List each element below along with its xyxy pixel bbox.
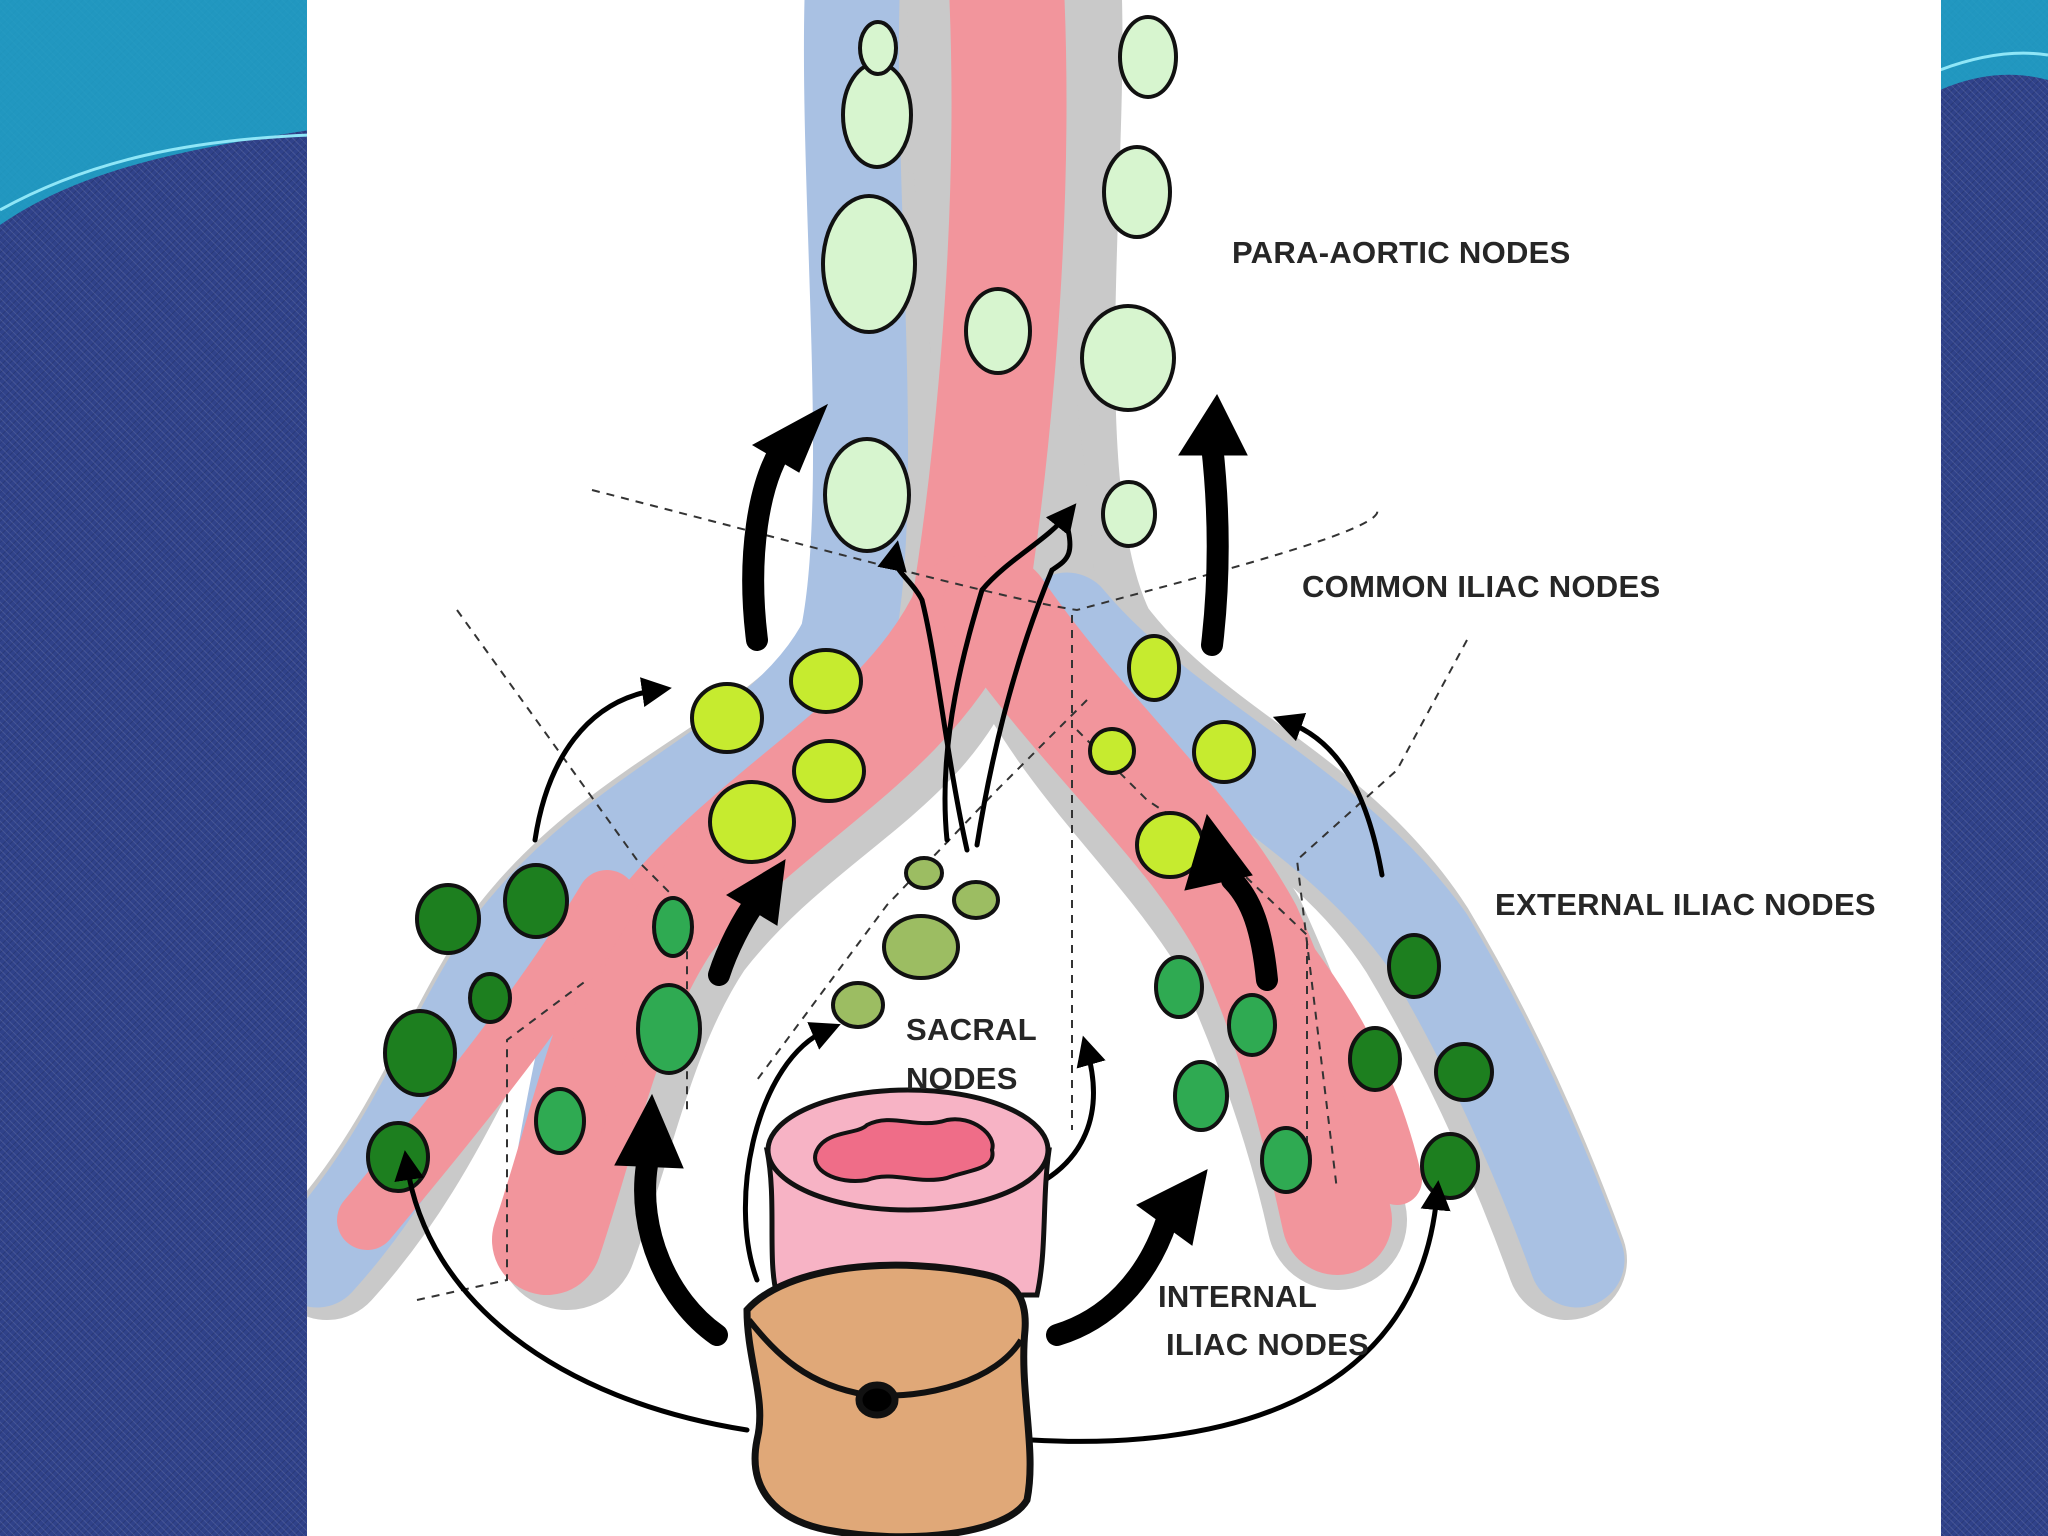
common-iliac-node — [1192, 720, 1256, 784]
thick-arrow — [1221, 869, 1278, 991]
thick-drainage-arrows — [614, 393, 1278, 1346]
external-iliac-node — [1420, 1132, 1480, 1200]
para-aortic-nodes-label: PARA-AORTIC NODES — [1232, 235, 1571, 270]
common-iliac-node — [690, 682, 764, 754]
internal-iliac-node — [652, 896, 694, 958]
internal-iliac-node — [1154, 955, 1204, 1019]
internal-iliac-node — [1173, 1060, 1229, 1132]
sacral-node — [904, 856, 944, 890]
sacral-node — [882, 914, 960, 980]
thick-arrow — [1201, 434, 1229, 656]
external-iliac-node — [415, 883, 481, 955]
para-aortic-node — [1118, 15, 1178, 99]
external-iliac-nodes — [366, 863, 1494, 1200]
common-iliac-node — [1127, 634, 1181, 702]
para-aortic-node — [1080, 304, 1176, 412]
thick-arrowhead — [726, 859, 786, 926]
common-iliac-node — [792, 739, 866, 803]
para-aortic-node — [823, 437, 911, 553]
external-iliac-node — [1387, 933, 1441, 999]
internal-iliac-nodes — [534, 896, 1312, 1194]
sacral-nodes-label-line1: SACRAL — [906, 1012, 1037, 1047]
external-iliac-nodes-label: EXTERNAL ILIAC NODES — [1495, 887, 1876, 922]
common-iliac-nodes — [690, 634, 1256, 879]
slide-decoration-swoosh — [0, 0, 2048, 225]
external-iliac-node — [383, 1009, 457, 1097]
thick-arrowhead — [1184, 813, 1253, 891]
external-iliac-node — [468, 972, 512, 1024]
external-iliac-node — [503, 863, 569, 939]
lymphatic-drainage-diagram — [307, 0, 1627, 1536]
internal-iliac-node — [1227, 993, 1277, 1057]
common-iliac-node — [789, 648, 863, 714]
internal-iliac-node — [1260, 1126, 1312, 1194]
internal-iliac-node — [636, 983, 702, 1075]
sacral-nodes — [831, 856, 1000, 1029]
thick-arrow — [634, 1154, 728, 1346]
external-iliac-node — [1434, 1042, 1494, 1102]
thick-arrowhead — [751, 403, 829, 473]
thick-arrowhead — [1178, 393, 1248, 456]
external-iliac-node — [366, 1121, 430, 1193]
para-aortic-node — [964, 287, 1032, 375]
internal-iliac-node — [534, 1087, 586, 1155]
para-aortic-node — [821, 194, 917, 334]
thick-arrowhead — [1136, 1169, 1208, 1246]
anal-region — [743, 1261, 1034, 1536]
right-iliac-vein — [1019, 572, 1625, 1308]
sacral-node — [952, 880, 1000, 920]
common-iliac-nodes-label: COMMON ILIAC NODES — [1302, 569, 1661, 604]
thick-arrow — [1046, 1209, 1178, 1346]
thick-arrowhead — [614, 1093, 684, 1169]
para-aortic-nodes — [821, 15, 1178, 553]
para-aortic-node — [841, 61, 913, 169]
para-aortic-node — [1102, 145, 1172, 239]
rectum-lumen — [813, 1117, 995, 1183]
common-iliac-node — [708, 780, 796, 864]
anus — [855, 1381, 899, 1419]
sacral-node — [831, 981, 885, 1029]
common-iliac-node — [1088, 727, 1136, 775]
sacral-nodes-label-line2: NODES — [906, 1061, 1018, 1096]
thin-drainage-arrows — [394, 503, 1451, 1444]
para-aortic-node — [1101, 480, 1157, 548]
external-iliac-node — [1348, 1026, 1402, 1092]
internal-iliac-nodes-label-line1: INTERNAL — [1158, 1279, 1318, 1314]
para-aortic-node — [858, 20, 898, 76]
internal-iliac-nodes-label-line2: ILIAC NODES — [1166, 1327, 1370, 1362]
rectum — [763, 1087, 1052, 1298]
